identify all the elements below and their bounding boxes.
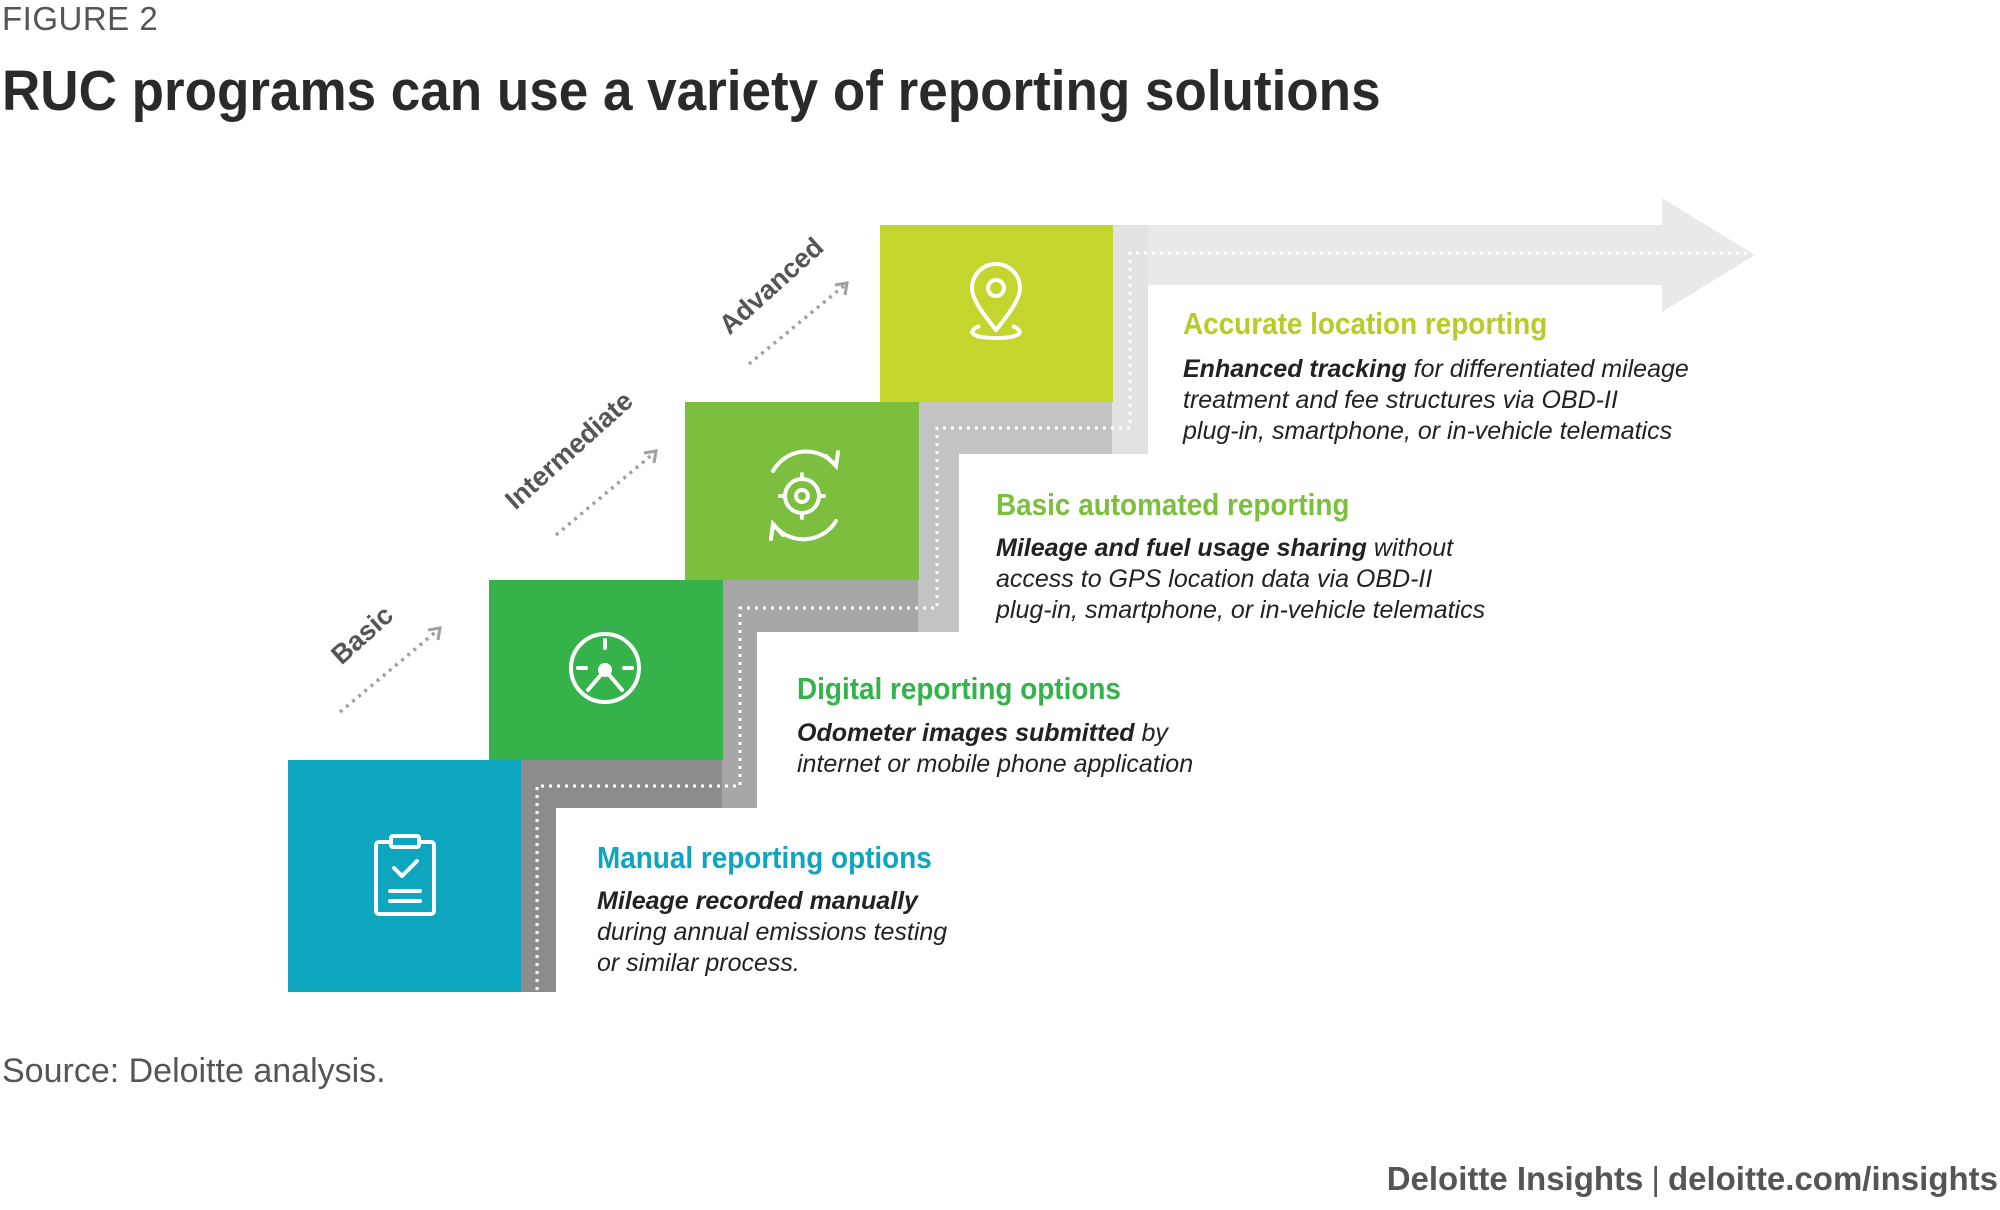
step-desc-line: or similar process. xyxy=(597,949,800,977)
level-arrow-intermediate xyxy=(554,449,658,537)
stair-connector xyxy=(520,225,1148,992)
footer-separator: | xyxy=(1651,1160,1660,1197)
step-square-location xyxy=(880,225,1113,402)
level-arrow-advanced xyxy=(747,281,849,366)
footer-link[interactable]: deloitte.com/insights xyxy=(1667,1160,1998,1197)
page-title: RUC programs can use a variety of report… xyxy=(2,59,1381,123)
figure-label: FIGURE 2 xyxy=(2,0,159,37)
step-desc-bold: Odometer images submitted xyxy=(797,719,1135,747)
step-desc-manual: Mileage recorded manually during annual … xyxy=(597,886,1017,979)
step-desc-automated: Mileage and fuel usage sharing without a… xyxy=(996,533,1556,626)
footer-brand: Deloitte Insights xyxy=(1386,1160,1644,1197)
step-title-location: Accurate location reporting xyxy=(1183,306,1548,341)
step-desc-location: Enhanced tracking for differentiated mil… xyxy=(1183,354,1743,447)
step-desc-digital: Odometer images submitted by internet or… xyxy=(797,718,1297,780)
step-desc-bold: Enhanced tracking xyxy=(1183,355,1407,383)
step-desc-line: during annual emissions testing xyxy=(597,918,948,946)
step-desc-line: internet or mobile phone application xyxy=(797,750,1194,778)
level-arrow-basic xyxy=(338,626,442,714)
progress-arrow xyxy=(1112,198,1755,312)
clipboard-check-icon xyxy=(374,834,436,916)
gear-sync-icon xyxy=(769,449,840,542)
footer-credit: Deloitte Insights|deloitte.com/insights xyxy=(1387,1160,1998,1198)
step-desc-bold: Mileage and fuel usage sharing xyxy=(996,534,1367,562)
step-desc-line: plug-in, smartphone, or in-vehicle telem… xyxy=(996,596,1486,624)
location-pin-icon xyxy=(970,262,1022,340)
step-desc-rest: without xyxy=(1366,534,1454,562)
step-desc-rest: by xyxy=(1134,719,1168,747)
step-desc-line: plug-in, smartphone, or in-vehicle telem… xyxy=(1183,417,1673,445)
step-title-digital: Digital reporting options xyxy=(797,671,1121,706)
step-title-automated: Basic automated reporting xyxy=(996,487,1350,522)
source-note: Source: Deloitte analysis. xyxy=(2,1052,386,1090)
step-desc-line: treatment and fee structures via OBD-II xyxy=(1183,386,1618,414)
speedometer-icon xyxy=(569,632,641,704)
step-desc-bold: Mileage recorded manually xyxy=(597,887,918,915)
step-desc-rest: for differentiated mileage xyxy=(1406,355,1689,383)
step-desc-line: access to GPS location data via OBD-II xyxy=(996,565,1433,593)
step-title-manual: Manual reporting options xyxy=(597,840,932,875)
